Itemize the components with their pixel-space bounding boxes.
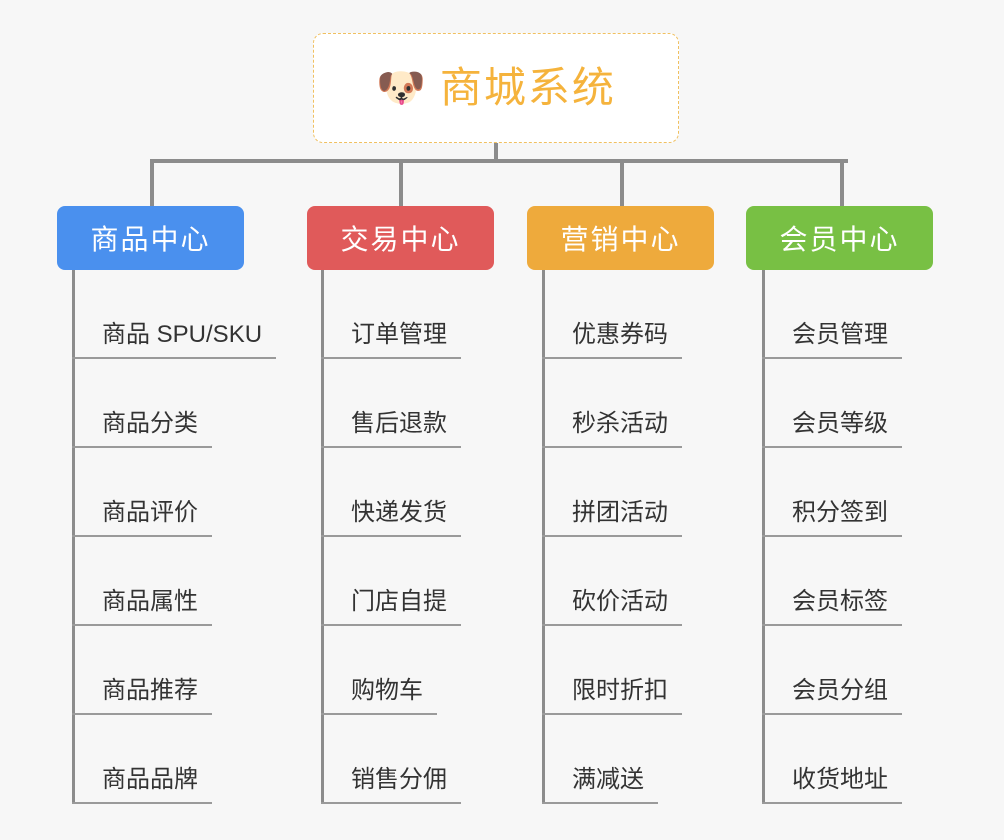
- category-header-label: 营销中心: [560, 224, 681, 255]
- category-column-2: 交易中心订单管理售后退款快递发货门店自提购物车销售分佣: [307, 206, 494, 804]
- connector-horizontal-bus: [150, 159, 848, 163]
- leaf-underline: [762, 713, 902, 715]
- leaf-item-label: 会员分组: [792, 677, 888, 704]
- leaf-underline: [542, 802, 658, 804]
- leaf-item[interactable]: 拼团活动: [527, 448, 714, 537]
- leaf-item-label: 订单管理: [351, 321, 447, 348]
- leaf-underline: [72, 535, 212, 537]
- leaf-item-label: 秒杀活动: [572, 410, 668, 437]
- category-header[interactable]: 营销中心: [527, 206, 714, 270]
- root-node-title: 商城系统: [439, 64, 616, 111]
- leaf-item-label: 商品品牌: [102, 766, 198, 793]
- connector-root-stem: [494, 143, 498, 162]
- leaf-underline: [542, 624, 682, 626]
- connector-drop-4: [840, 159, 844, 206]
- leaf-item-label: 会员等级: [792, 410, 888, 437]
- leaf-item[interactable]: 商品评价: [57, 448, 244, 537]
- leaf-item-label: 商品推荐: [102, 677, 198, 704]
- leaf-item[interactable]: 订单管理: [307, 270, 494, 359]
- leaf-item[interactable]: 收货地址: [746, 715, 933, 804]
- leaf-underline: [72, 357, 276, 359]
- leaf-item-label: 会员标签: [792, 588, 888, 615]
- shiba-dog-face-icon: 🐶: [376, 66, 426, 110]
- leaf-item[interactable]: 快递发货: [307, 448, 494, 537]
- leaf-underline: [321, 624, 461, 626]
- leaf-underline: [762, 535, 902, 537]
- leaf-underline: [762, 802, 902, 804]
- leaf-item-label: 积分签到: [792, 499, 888, 526]
- leaf-item-label: 快递发货: [351, 499, 447, 526]
- leaf-item[interactable]: 商品推荐: [57, 626, 244, 715]
- leaf-item[interactable]: 优惠券码: [527, 270, 714, 359]
- leaf-item-label: 优惠券码: [572, 321, 668, 348]
- leaf-list: 商品 SPU/SKU 商品分类商品评价商品属性商品推荐商品品牌: [57, 270, 276, 804]
- leaf-item[interactable]: 积分签到: [746, 448, 933, 537]
- category-header-label: 交易中心: [340, 224, 461, 255]
- leaf-item[interactable]: 满减送: [527, 715, 714, 804]
- leaf-item[interactable]: 砍价活动: [527, 537, 714, 626]
- connector-drop-3: [620, 159, 624, 206]
- leaf-item[interactable]: 会员分组: [746, 626, 933, 715]
- category-header[interactable]: 商品中心: [57, 206, 244, 270]
- leaf-item[interactable]: 购物车: [307, 626, 494, 715]
- category-header-label: 会员中心: [779, 224, 900, 255]
- leaf-item-label: 限时折扣: [572, 677, 668, 704]
- leaf-underline: [762, 446, 902, 448]
- category-column-4: 会员中心会员管理会员等级积分签到会员标签会员分组收货地址: [746, 206, 933, 804]
- leaf-underline: [72, 713, 212, 715]
- leaf-item-label: 商品 SPU/SKU: [102, 321, 263, 348]
- leaf-underline: [542, 535, 682, 537]
- leaf-item-label: 会员管理: [792, 321, 888, 348]
- leaf-item[interactable]: 商品分类: [57, 359, 244, 448]
- category-header[interactable]: 交易中心: [307, 206, 494, 270]
- leaf-list: 优惠券码秒杀活动拼团活动砍价活动限时折扣满减送: [527, 270, 714, 804]
- leaf-underline: [542, 446, 682, 448]
- leaf-item[interactable]: 门店自提: [307, 537, 494, 626]
- category-column-3: 营销中心优惠券码秒杀活动拼团活动砍价活动限时折扣满减送: [527, 206, 714, 804]
- leaf-item-label: 收货地址: [792, 766, 888, 793]
- leaf-item[interactable]: 商品品牌: [57, 715, 244, 804]
- connector-drop-1: [150, 159, 154, 206]
- leaf-underline: [72, 624, 212, 626]
- leaf-underline: [72, 802, 212, 804]
- leaf-item-label: 门店自提: [351, 588, 447, 615]
- leaf-item[interactable]: 会员标签: [746, 537, 933, 626]
- leaf-underline: [321, 713, 437, 715]
- leaf-underline: [762, 624, 902, 626]
- leaf-item-label: 售后退款: [351, 410, 447, 437]
- leaf-item[interactable]: 秒杀活动: [527, 359, 714, 448]
- category-header-label: 商品中心: [90, 224, 211, 255]
- leaf-item[interactable]: 售后退款: [307, 359, 494, 448]
- root-node[interactable]: 🐶 商城系统: [313, 33, 679, 143]
- leaf-item[interactable]: 会员管理: [746, 270, 933, 359]
- leaf-list: 订单管理售后退款快递发货门店自提购物车销售分佣: [307, 270, 494, 804]
- leaf-item-label: 销售分佣: [351, 766, 447, 793]
- leaf-item[interactable]: 会员等级: [746, 359, 933, 448]
- leaf-underline: [542, 713, 682, 715]
- leaf-underline: [542, 357, 682, 359]
- leaf-underline: [762, 357, 902, 359]
- leaf-list: 会员管理会员等级积分签到会员标签会员分组收货地址: [746, 270, 933, 804]
- leaf-underline: [321, 802, 461, 804]
- connector-drop-2: [399, 159, 403, 206]
- leaf-underline: [321, 446, 461, 448]
- leaf-item[interactable]: 商品属性: [57, 537, 244, 626]
- leaf-item-label: 满减送: [572, 766, 644, 793]
- leaf-item[interactable]: 商品 SPU/SKU: [57, 270, 276, 359]
- leaf-underline: [321, 357, 461, 359]
- leaf-item-label: 拼团活动: [572, 499, 668, 526]
- leaf-underline: [321, 535, 461, 537]
- leaf-item[interactable]: 销售分佣: [307, 715, 494, 804]
- category-header[interactable]: 会员中心: [746, 206, 933, 270]
- leaf-item-label: 商品分类: [102, 410, 198, 437]
- leaf-item[interactable]: 限时折扣: [527, 626, 714, 715]
- leaf-item-label: 商品属性: [102, 588, 198, 615]
- category-column-1: 商品中心商品 SPU/SKU 商品分类商品评价商品属性商品推荐商品品牌: [57, 206, 276, 804]
- leaf-item-label: 购物车: [351, 677, 423, 704]
- leaf-item-label: 商品评价: [102, 499, 198, 526]
- leaf-underline: [72, 446, 212, 448]
- leaf-item-label: 砍价活动: [572, 588, 668, 615]
